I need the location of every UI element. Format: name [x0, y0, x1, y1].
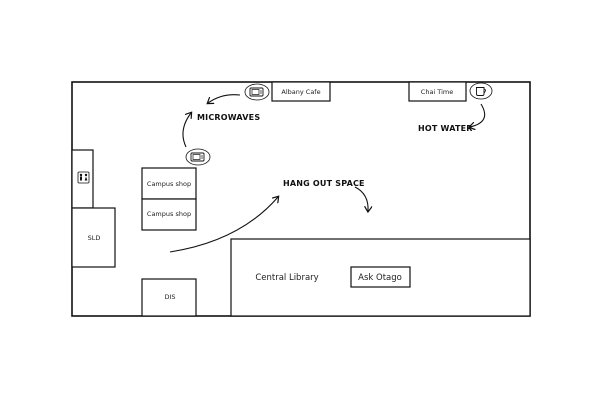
hot-water-cup-icon [469, 82, 493, 100]
dis-label: DIS [164, 293, 175, 301]
room-campus-shop-2[interactable]: Campus shop [141, 198, 197, 231]
ask-otago-label: Ask Otago [358, 273, 402, 283]
arrow-hang-out-down [354, 186, 368, 211]
room-chai-time[interactable]: Chai Time [408, 81, 467, 102]
campus-shop-1-label: Campus shop [147, 180, 191, 188]
arrow-to-microwave-shop [182, 113, 191, 148]
room-sld[interactable]: SLD [71, 207, 116, 268]
sld-label: SLD [88, 234, 101, 242]
room-albany-cafe[interactable]: Albany Cafe [271, 81, 331, 102]
hang-out-space-label: HANG OUT SPACE [283, 179, 365, 188]
central-library-label: Central Library [255, 273, 318, 283]
microwave-icon [244, 83, 270, 101]
microwaves-label: MICROWAVES [197, 113, 260, 122]
microwave-icon [185, 148, 211, 166]
room-campus-shop-1[interactable]: Campus shop [141, 167, 197, 200]
chai-time-label: Chai Time [421, 88, 453, 96]
arrow-hang-out-space [169, 197, 278, 253]
campus-shop-2-label: Campus shop [147, 210, 191, 218]
hot-water-label: HOT WATER [418, 124, 473, 133]
room-ask-otago[interactable]: Ask Otago [350, 266, 411, 288]
room-restroom[interactable] [71, 149, 94, 209]
restroom-icon [77, 171, 90, 184]
room-dis[interactable]: DIS [141, 278, 197, 317]
arrow-hot-water [470, 103, 486, 127]
albany-cafe-label: Albany Cafe [281, 88, 320, 96]
arrow-to-microwave-top [208, 94, 241, 103]
